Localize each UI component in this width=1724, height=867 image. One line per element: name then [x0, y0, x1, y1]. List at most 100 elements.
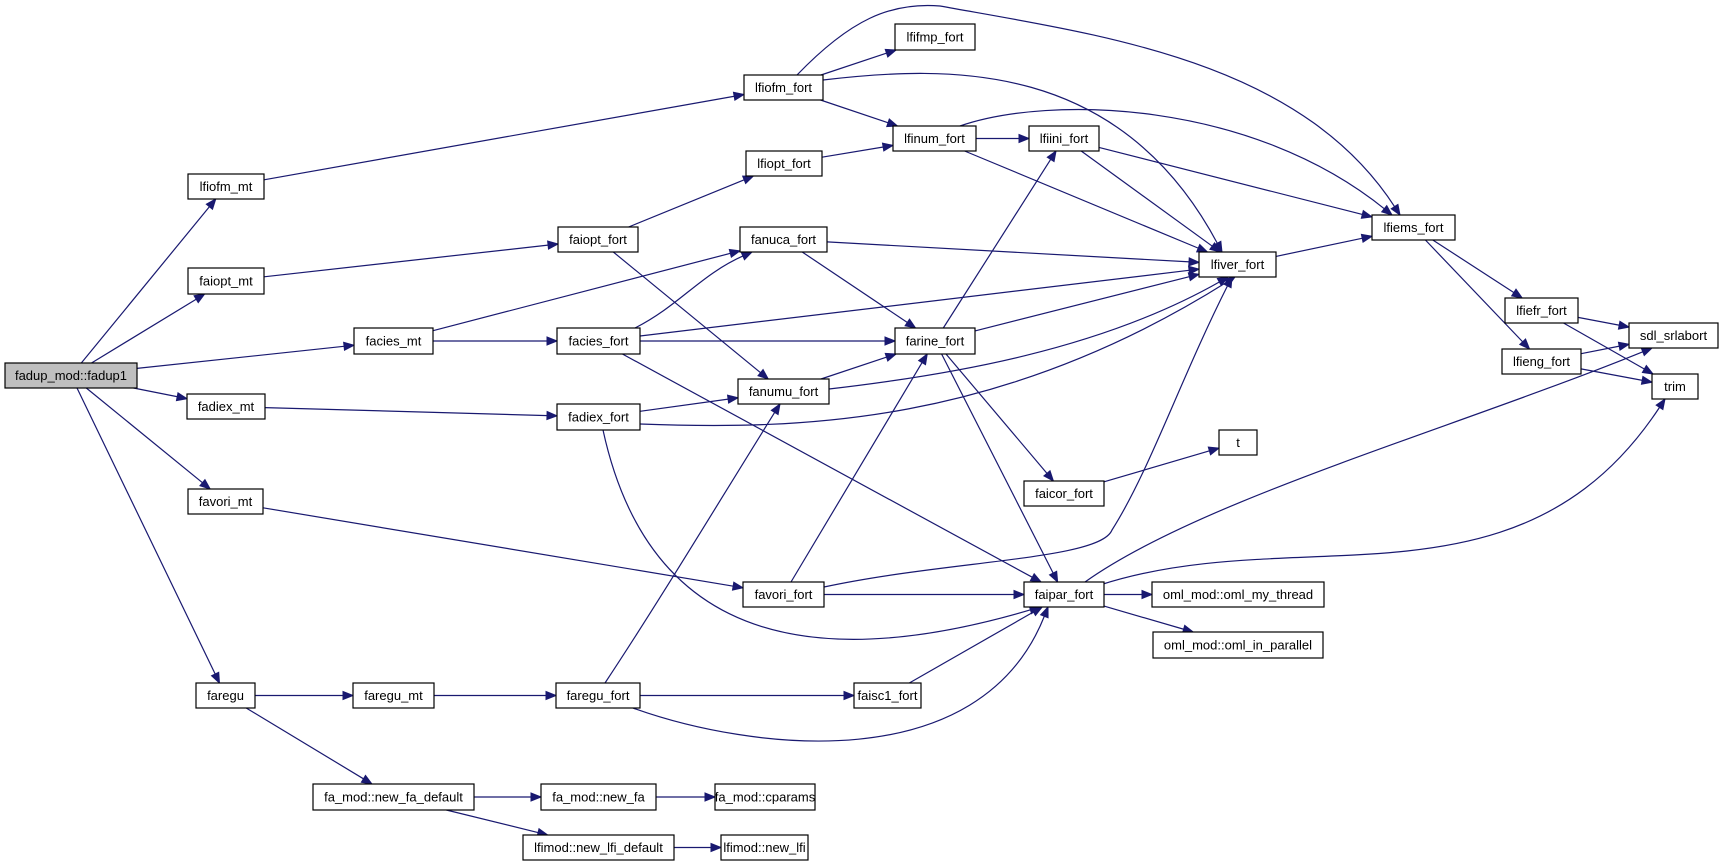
node-lfiofm-fort[interactable]: lfiofm_fort: [743, 74, 824, 101]
node-box: [745, 150, 823, 177]
node-lfiofm-mt[interactable]: lfiofm_mt: [187, 173, 265, 200]
node-farine-fort[interactable]: farine_fort: [894, 327, 976, 355]
node-new-lfi[interactable]: lfimod::new_lfi: [720, 834, 809, 861]
edge-fadup1-to-favori_mt: [85, 387, 212, 490]
edge-fadup1-to-fadiex_mt: [133, 387, 189, 402]
arrowhead-icon: [881, 142, 895, 152]
node-lfiver-fort[interactable]: lfiver_fort: [1198, 251, 1277, 278]
node-facies-mt[interactable]: facies_mt: [353, 327, 434, 355]
node-oml-in-parallel[interactable]: oml_mod::oml_in_parallel: [1152, 631, 1324, 659]
edge-new_fa_default-to-new_fa: [474, 792, 543, 802]
edge-line: [80, 205, 211, 364]
edge-fadup1-to-facies_mt: [136, 341, 356, 369]
edge-lfiofm_mt-to-lfiofm_fort: [263, 91, 746, 181]
edge-line: [801, 251, 909, 324]
node-label: lfifmp_fort: [906, 30, 963, 45]
edge-fadup1-to-faiopt_mt: [91, 293, 206, 364]
edge-faipar_fort-to-sdl_srlabort: [1084, 347, 1654, 583]
node-box: [187, 488, 264, 515]
edge-facies_fort-to-faipar_fort: [622, 353, 1043, 583]
node-box: [743, 74, 824, 101]
arrowhead-icon: [1048, 570, 1059, 584]
node-label: faregu: [207, 688, 244, 703]
node-fadiex-mt[interactable]: fadiex_mt: [186, 393, 266, 420]
edges-layer: [76, 4, 1666, 853]
node-label: facies_fort: [569, 334, 629, 349]
arrowhead-icon: [343, 341, 356, 352]
node-lfieng-fort[interactable]: lfieng_fort: [1501, 348, 1582, 375]
node-facies-fort[interactable]: facies_fort: [556, 327, 641, 355]
edge-line: [964, 150, 1200, 250]
edge-faregu_fort-to-faipar_fort: [632, 605, 1049, 742]
edge-lfiefr_fort-to-trim: [1563, 322, 1655, 375]
edge-fadup1-to-lfiofm_mt: [80, 197, 217, 364]
arrowhead-icon: [1141, 589, 1154, 600]
edge-line: [639, 398, 730, 412]
edge-farine_fort-to-faicor_fort: [945, 353, 1055, 483]
node-faregu-mt[interactable]: faregu_mt: [352, 682, 435, 709]
node-box: [522, 834, 675, 861]
node-t[interactable]: t: [1218, 429, 1258, 456]
node-box: [312, 783, 475, 811]
edge-faipar_fort-to-trim: [1099, 397, 1666, 586]
node-faregu-fort[interactable]: faregu_fort: [555, 682, 641, 709]
node-box: [714, 783, 816, 811]
edge-line: [91, 298, 198, 364]
node-box: [739, 226, 828, 253]
edge-lfiver_fort-to-lfiems_fort: [1275, 233, 1374, 257]
arrowhead-icon: [1029, 572, 1043, 583]
edge-faregu-to-new_fa_default: [245, 707, 374, 785]
edge-line: [1275, 237, 1364, 257]
arrowhead-icon: [732, 91, 746, 102]
node-label: lfinum_fort: [904, 131, 965, 146]
edge-fanuca_fort-to-lfiver_fort: [826, 241, 1201, 267]
node-faiopt-fort[interactable]: faiopt_fort: [557, 226, 639, 253]
arrowhead-icon: [740, 251, 754, 261]
arrowhead-icon: [1510, 288, 1524, 299]
node-faipar-fort[interactable]: faipar_fort: [1023, 581, 1105, 608]
edge-facies_fort-to-lfiver_fort: [639, 265, 1201, 337]
node-label: lfiefr_fort: [1516, 303, 1567, 318]
edge-line: [133, 387, 179, 398]
arrowhead-icon: [1655, 397, 1666, 411]
node-lfinum-fort[interactable]: lfinum_fort: [892, 125, 977, 152]
edge-new_fa-to-cparams: [656, 792, 717, 802]
edge-faicor_fort-to-t: [1103, 446, 1221, 483]
node-label: t: [1236, 435, 1240, 450]
node-lfiefr-fort[interactable]: lfiefr_fort: [1504, 297, 1579, 324]
node-fanuca-fort[interactable]: fanuca_fort: [739, 226, 828, 253]
node-fadiex-fort[interactable]: fadiex_fort: [556, 403, 641, 431]
edge-line: [622, 353, 1034, 579]
arrowhead-icon: [205, 197, 217, 211]
node-favori-mt[interactable]: favori_mt: [187, 488, 264, 515]
node-new-fa-default[interactable]: fa_mod::new_fa_default: [312, 783, 475, 811]
node-faicor-fort[interactable]: faicor_fort: [1023, 480, 1105, 507]
node-sdl-srlabort[interactable]: sdl_srlabort: [1628, 322, 1719, 349]
edge-lfiems_fort-to-lfiefr_fort: [1432, 239, 1524, 299]
node-label: favori_fort: [755, 587, 813, 602]
edge-line: [1080, 150, 1214, 248]
node-lfiini-fort[interactable]: lfiini_fort: [1028, 125, 1100, 152]
node-lfiems-fort[interactable]: lfiems_fort: [1371, 214, 1456, 241]
node-faisc1-fort[interactable]: faisc1_fort: [853, 682, 922, 709]
node-lfifmp-fort[interactable]: lfifmp_fort: [894, 23, 976, 51]
node-faregu[interactable]: faregu: [195, 682, 256, 709]
node-trim[interactable]: trim: [1651, 373, 1699, 400]
node-box: [195, 682, 256, 709]
node-label: fanumu_fort: [749, 384, 819, 399]
root-node[interactable]: fadup_mod::fadup1: [4, 362, 138, 389]
node-fanumu-fort[interactable]: fanumu_fort: [737, 378, 830, 405]
arrowhead-icon: [530, 792, 543, 802]
node-new-lfi-default[interactable]: lfimod::new_lfi_default: [522, 834, 675, 861]
node-label: faiopt_mt: [199, 274, 253, 289]
arrowhead-icon: [1380, 204, 1394, 216]
node-lfiopt-fort[interactable]: lfiopt_fort: [745, 150, 823, 177]
node-oml-my-thread[interactable]: oml_mod::oml_my_thread: [1151, 581, 1325, 608]
node-favori-fort[interactable]: favori_fort: [742, 581, 825, 608]
node-cparams[interactable]: fa_mod::cparams: [714, 783, 816, 811]
node-new-fa[interactable]: fa_mod::new_fa: [540, 783, 657, 811]
arrowhead-icon: [547, 240, 560, 250]
edge-lfiini_fort-to-lfiver_fort: [1080, 150, 1222, 253]
edge-line: [1103, 605, 1185, 631]
node-faiopt-mt[interactable]: faiopt_mt: [187, 267, 265, 295]
